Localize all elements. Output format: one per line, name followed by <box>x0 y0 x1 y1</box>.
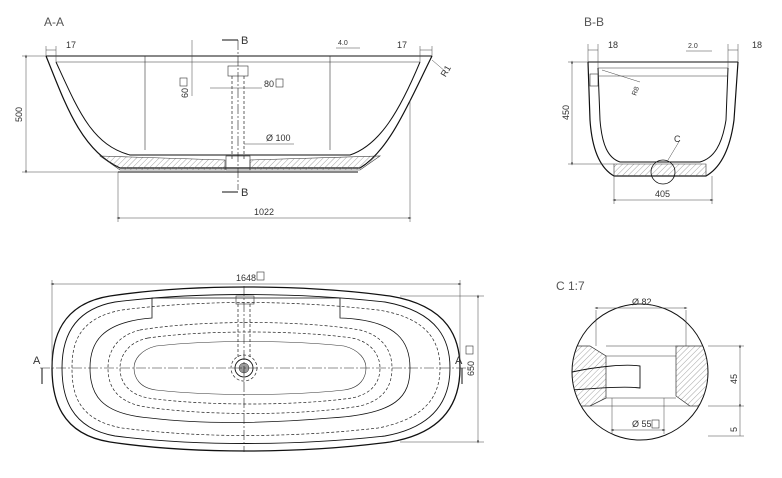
plan-floor-outline <box>133 341 367 395</box>
dim-top-dia: Ø 82 <box>632 297 652 307</box>
section-bb-view: B-B C 18 18 2.0 R8 450 405 <box>561 15 762 204</box>
tolerance-box <box>651 419 660 429</box>
tolerance-box <box>256 271 265 281</box>
cut-label-a-left: A <box>33 355 41 367</box>
dim-width: 650 <box>466 361 476 376</box>
detail-drain-flange <box>572 364 641 391</box>
dim-rim-left: 18 <box>608 40 618 50</box>
dim-rim-left: 17 <box>66 40 76 50</box>
detail-c-title: C 1:7 <box>556 279 585 293</box>
radius-leader <box>431 59 447 73</box>
dim-overflow-h: 60 <box>180 88 190 98</box>
plan-outer-rim <box>51 286 461 452</box>
plan-floor-dashed-2 <box>119 331 381 405</box>
detail-leader <box>667 139 681 161</box>
tub-outer-shell <box>45 55 433 169</box>
dim-wall: R8 <box>631 86 641 97</box>
dim-overflow-w: 80 <box>264 79 274 89</box>
section-aa-title: A-A <box>44 15 64 29</box>
bottom-hatch <box>99 155 226 171</box>
dim-height: 45 <box>729 374 739 384</box>
dim-base: 5 <box>729 427 739 432</box>
dim-bottom-dia: Ø 55 <box>632 419 652 429</box>
dim-height: 500 <box>14 107 24 122</box>
detail-right-wall <box>675 345 708 407</box>
cut-label-b-bottom: B <box>241 187 248 199</box>
dim-slope: 4.0 <box>338 40 348 47</box>
plan-basin-outline <box>89 297 411 423</box>
cut-label-b-top: B <box>241 35 248 47</box>
tolerance-box <box>179 77 188 87</box>
cut-label-a-right: A <box>455 355 463 367</box>
detail-left-wall <box>572 345 607 407</box>
detail-c-marker <box>650 159 676 185</box>
tub-inner-shell <box>55 61 421 156</box>
dim-bottom-len: 1022 <box>254 207 274 217</box>
detail-c-view: C 1:7 Ø 82 Ø 55 45 5 <box>556 279 744 441</box>
tolerance-box <box>275 78 284 88</box>
dim-slope: 2.0 <box>688 43 698 50</box>
section-bb-title: B-B <box>584 15 604 29</box>
plan-overflow <box>235 295 255 305</box>
dim-radius: R1 <box>439 63 453 78</box>
plan-inner-dashed <box>71 302 441 436</box>
plan-floor-dashed-1 <box>107 322 393 414</box>
tolerance-box <box>465 345 474 355</box>
dim-length: 1648 <box>236 273 256 283</box>
dim-rim-right: 18 <box>752 40 762 50</box>
detail-ref-label: C <box>674 134 681 144</box>
tub-outer-shell <box>587 61 739 177</box>
bottom-hatch-right <box>249 155 381 171</box>
overflow-fitting <box>589 73 599 87</box>
plan-view: A A 1648 650 <box>33 271 484 452</box>
dim-rim-right: 17 <box>397 40 407 50</box>
dim-drain-dia: Ø 100 <box>266 133 291 143</box>
wall-leader <box>601 69 641 83</box>
dim-height: 450 <box>561 105 571 120</box>
bottom-hatch <box>613 163 707 177</box>
tub-inner-shell <box>597 67 729 163</box>
dim-bottom: 405 <box>655 189 670 199</box>
section-aa-view: A-A B B 17 17 <box>14 15 453 222</box>
